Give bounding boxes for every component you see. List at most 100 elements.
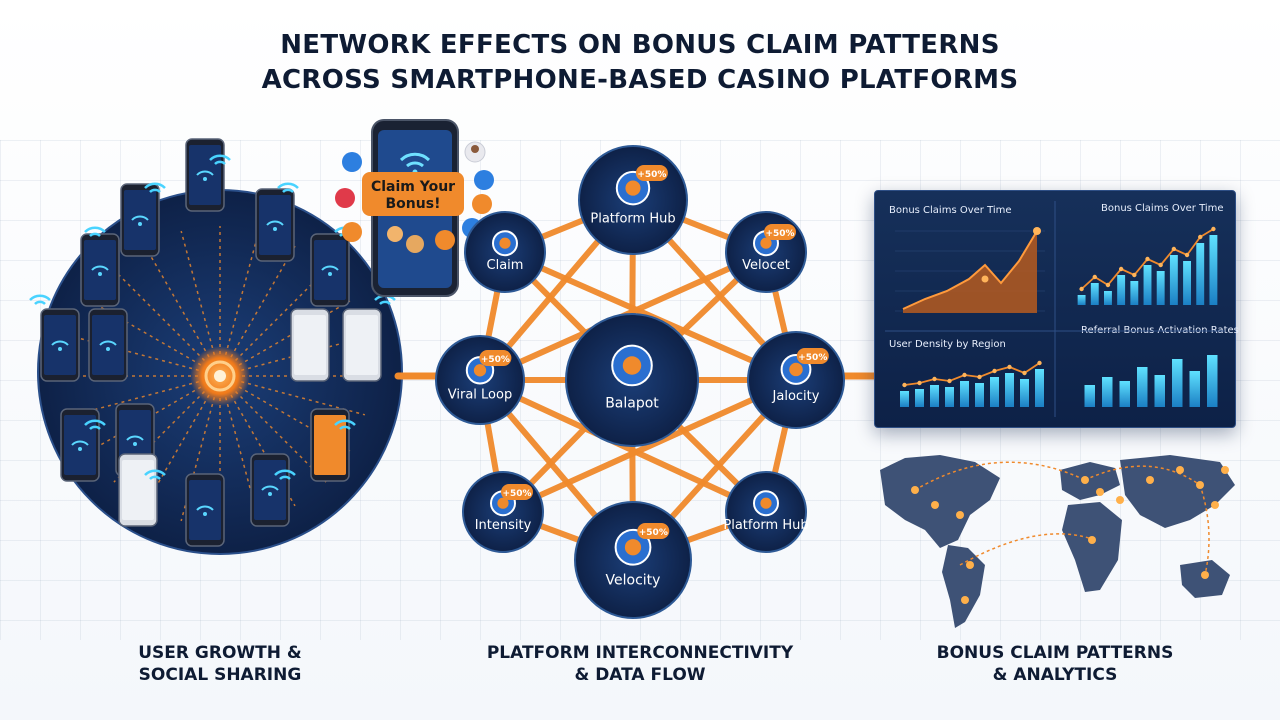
network-node[interactable]: +50%Viral Loop: [435, 335, 525, 425]
trend-point: [917, 380, 922, 386]
trend-point: [1118, 266, 1124, 272]
network-node[interactable]: Balapot: [565, 313, 699, 447]
smartphone: [40, 308, 80, 382]
phone-screen: [259, 195, 291, 255]
network-node[interactable]: +50%Jalocity: [747, 331, 845, 429]
caption-center-line-2: & DATA FLOW: [574, 665, 706, 685]
phone-screen: [314, 240, 346, 300]
hotspot-dot: [956, 511, 964, 519]
trend-point: [1132, 272, 1137, 278]
smartphone: [310, 408, 350, 482]
page-title: NETWORK EFFECTS ON BONUS CLAIM PATTERNS …: [0, 28, 1280, 98]
chip-center: [760, 237, 772, 249]
smartphone: [80, 233, 120, 307]
hotspot-dot: [961, 596, 969, 604]
chip-center: [499, 237, 511, 249]
wifi-dot: [133, 442, 137, 446]
phone-screen: [189, 145, 221, 205]
user-growth-network: [29, 138, 403, 555]
network-node[interactable]: Platform Hub: [723, 471, 809, 553]
hotspot-dot: [1221, 466, 1229, 474]
hotspot-dot: [1201, 571, 1209, 579]
wifi-icon: [131, 215, 149, 221]
wifi-dot: [203, 177, 207, 181]
trend-point: [1211, 226, 1216, 232]
hotspot-dot: [931, 501, 939, 509]
trend-point: [962, 372, 967, 378]
trend-point: [947, 378, 952, 384]
node-badge: +50%: [798, 353, 827, 363]
hotspot-dot: [911, 486, 919, 494]
avatar: [406, 235, 424, 253]
hotspot-dot: [1211, 501, 1219, 509]
caption-left-line-1: USER GROWTH &: [138, 643, 302, 663]
smartphone: [342, 308, 382, 382]
chart-bar: [1189, 371, 1200, 407]
wifi-icon: [71, 440, 89, 446]
chat-icon: [435, 230, 455, 250]
center-ring: [204, 360, 236, 392]
hotspot-dot: [966, 561, 974, 569]
ray-line: [180, 230, 216, 355]
trend-point: [1037, 360, 1042, 366]
network-node[interactable]: +50%Platform Hub: [578, 145, 688, 255]
wifi-icon: [196, 170, 214, 176]
chart-bar: [1137, 367, 1148, 407]
wifi-icon: [261, 485, 279, 491]
chart-bar: [975, 383, 984, 407]
chart-bar: [1196, 243, 1205, 305]
caption-center: PLATFORM INTERCONNECTIVITY & DATA FLOW: [470, 642, 810, 686]
node-label: Intensity: [475, 518, 532, 533]
density-bar-chart: [900, 360, 1044, 407]
caption-right-line-2: & ANALYTICS: [992, 665, 1118, 685]
chip-center: [760, 497, 772, 509]
node-badge: +50%: [502, 489, 531, 499]
chart-bar: [1130, 281, 1139, 305]
trend-line: [904, 362, 1040, 386]
network-node[interactable]: +50%Velocity: [574, 501, 692, 619]
chart-bar: [960, 381, 969, 407]
wifi-dot: [268, 492, 272, 496]
trend-point: [1184, 252, 1190, 258]
ray-line: [144, 245, 210, 358]
wifi-icon: [274, 469, 296, 480]
node-label: Platform Hub: [723, 518, 808, 533]
wifi-icon: [334, 419, 356, 430]
chart-bar: [1154, 375, 1165, 407]
chart-bar: [1156, 271, 1165, 305]
caption-right: BONUS CLAIM PATTERNS & ANALYTICS: [920, 642, 1190, 686]
network-node[interactable]: +50% Intensity: [462, 471, 544, 553]
avatar-head: [471, 145, 479, 153]
smartphones-ring: [40, 138, 382, 547]
trend-point: [1022, 370, 1027, 376]
node-label: Velocity: [606, 572, 661, 588]
caption-right-line-1: BONUS CLAIM PATTERNS: [936, 643, 1174, 663]
wifi-icon: [84, 419, 106, 430]
caption-left: USER GROWTH & SOCIAL SHARING: [120, 642, 320, 686]
wifi-icon: [209, 154, 231, 165]
phone-screen: [84, 240, 116, 300]
claim-bonus-popup[interactable]: [362, 172, 464, 216]
chart-bar: [915, 389, 924, 407]
hotspot-dot: [1176, 466, 1184, 474]
badge: [637, 523, 670, 539]
chart-bar: [900, 391, 909, 407]
network-node[interactable]: Claim: [464, 211, 546, 293]
phone-screen: [294, 315, 326, 375]
badge: [635, 165, 668, 181]
wifi-icon: [84, 226, 106, 237]
dashboard-charts: [885, 201, 1225, 417]
wifi-dot: [203, 512, 207, 516]
network-link: [500, 377, 799, 515]
caption-center-line-1: PLATFORM INTERCONNECTIVITY: [486, 643, 794, 663]
wifi-icon: [266, 220, 284, 226]
chart-bar: [1077, 295, 1086, 305]
map-arc: [959, 533, 1096, 566]
wifi-icon: [126, 435, 144, 441]
chart-bar: [1117, 275, 1126, 305]
network-node[interactable]: +50%Velocet: [725, 211, 807, 293]
like-icon: [472, 194, 492, 214]
chip-center: [473, 364, 487, 377]
ray-line: [224, 230, 260, 355]
